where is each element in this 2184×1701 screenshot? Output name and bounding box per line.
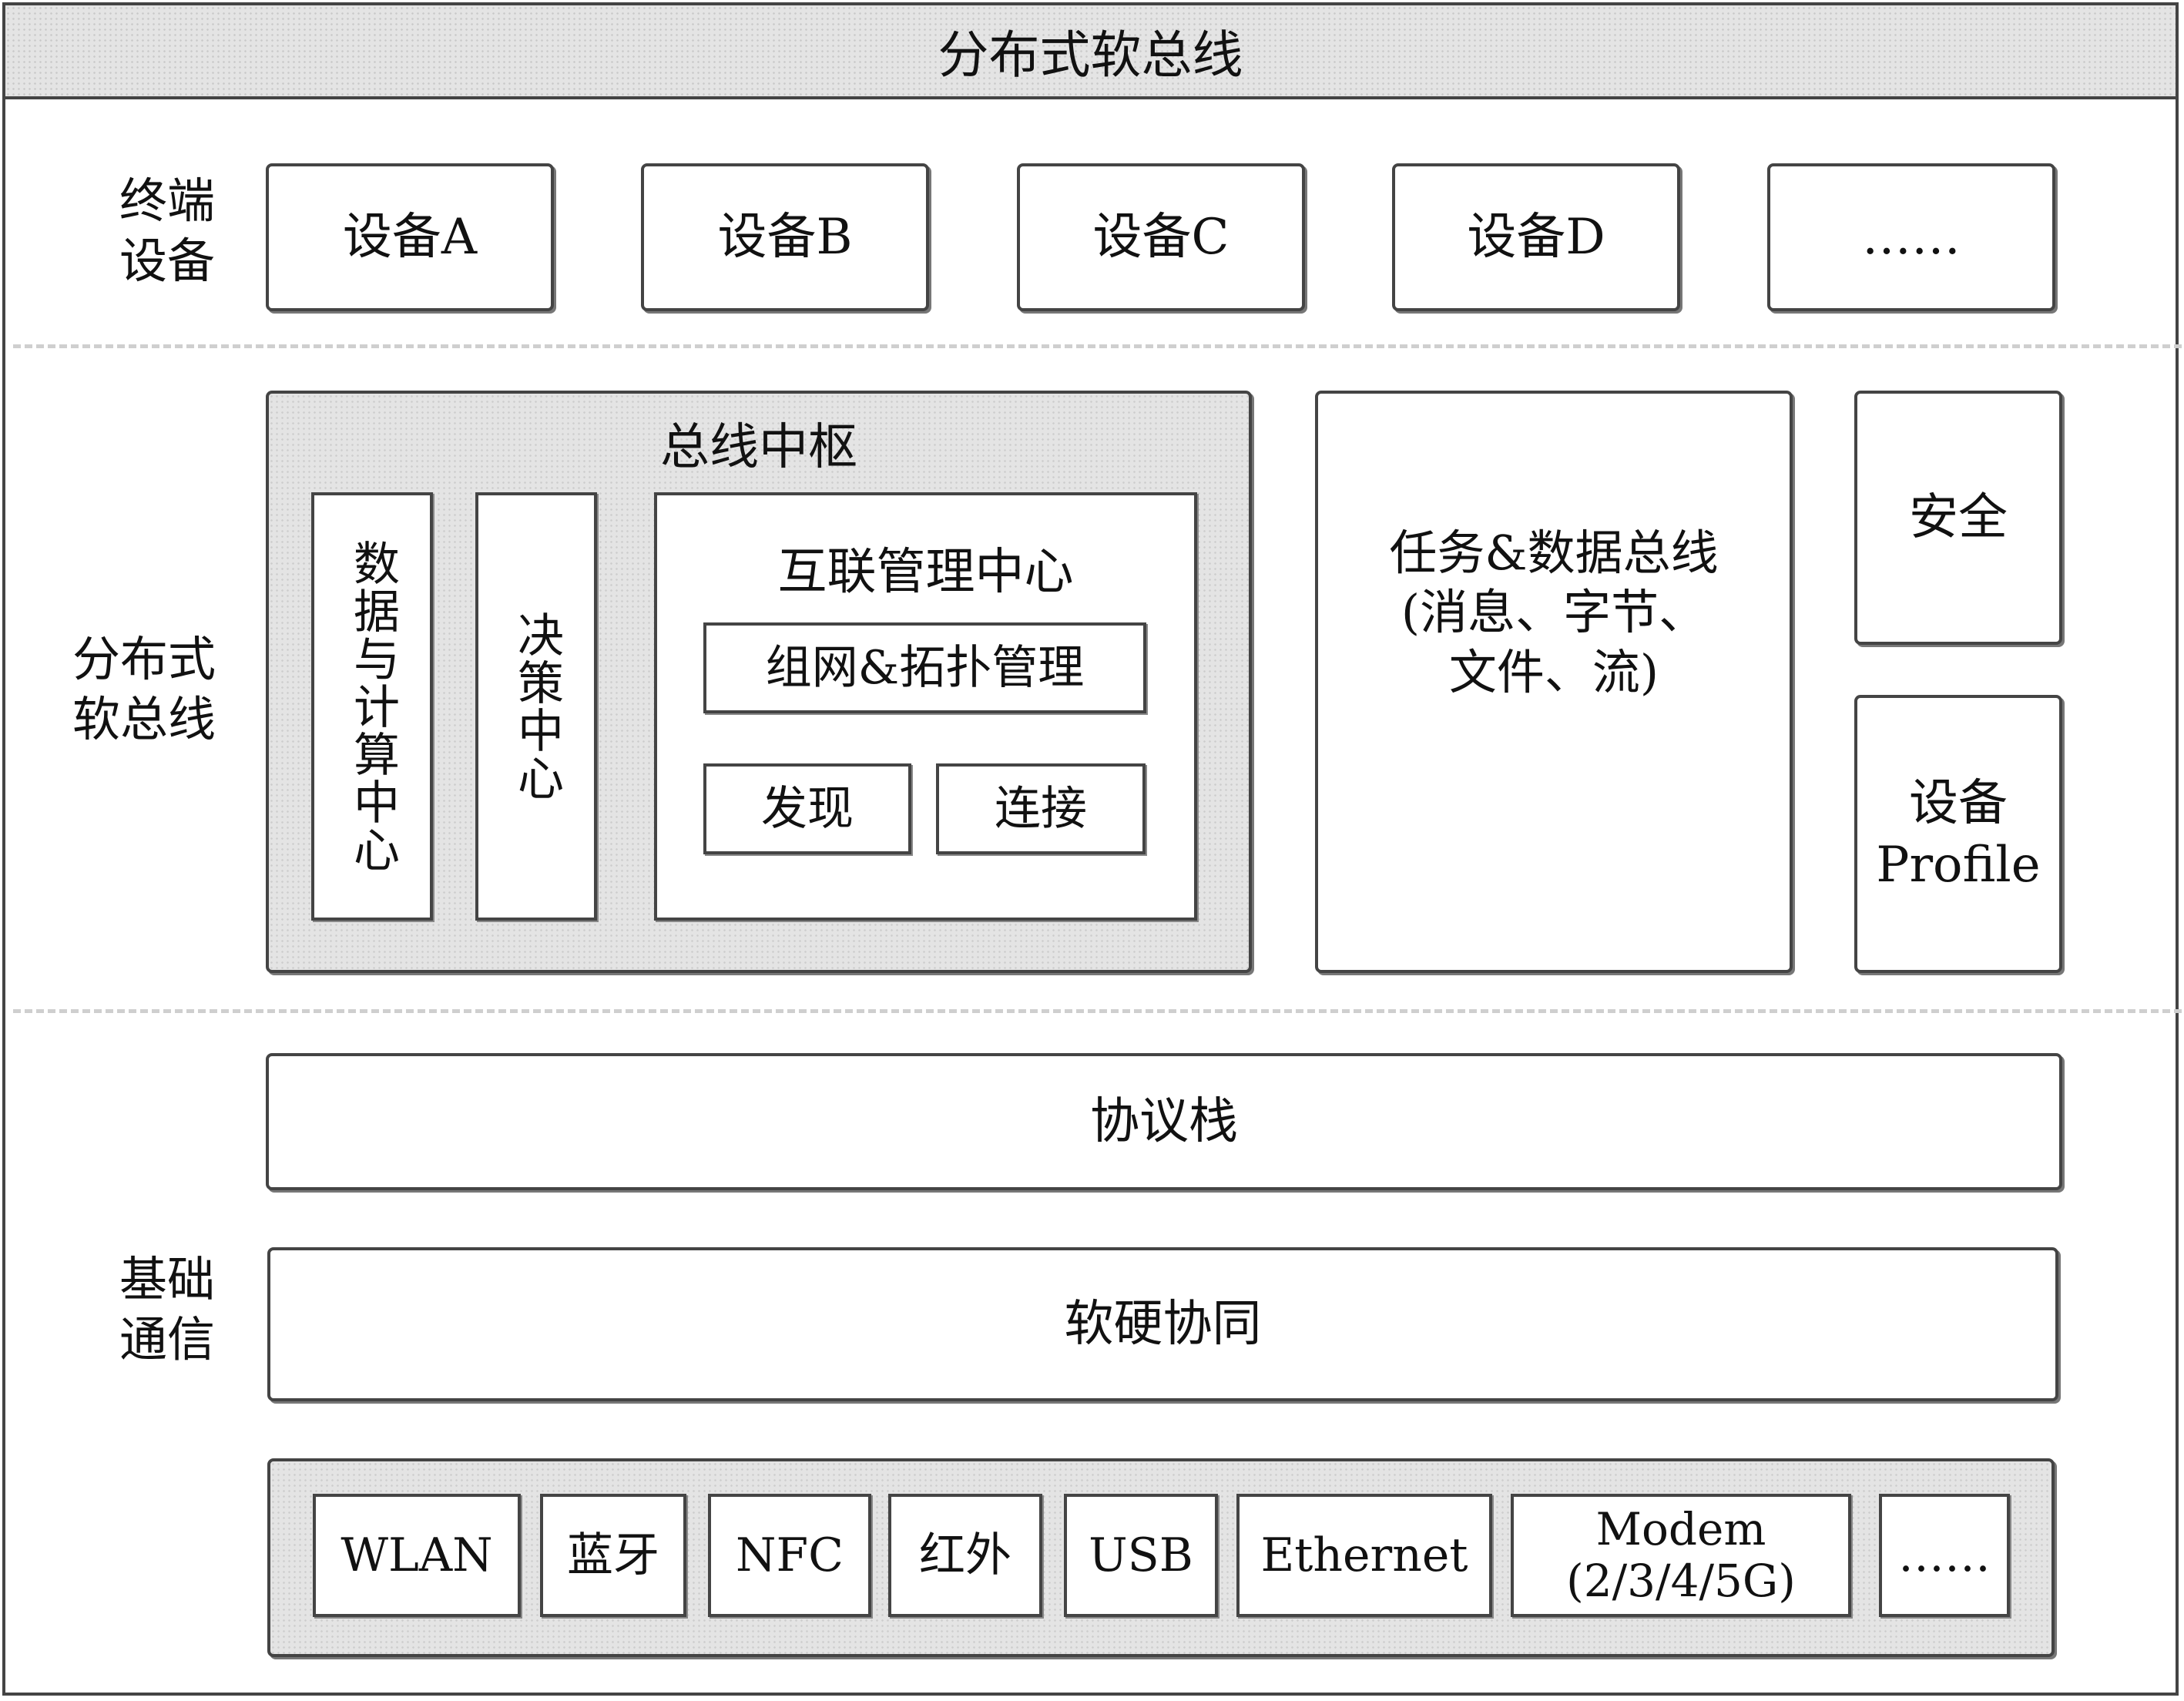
layer-label-softbus-line2: 软总线 [72, 690, 216, 747]
diagram-title: 分布式软总线 [5, 5, 2176, 99]
bus-hub: 总线中枢 数据与计算中心 决策中心 互联管理中心 组网&拓扑管理 发现 连接 [266, 391, 1252, 973]
layer-label-softbus-line1: 分布式 [72, 631, 216, 687]
device-box: 设备C [1017, 163, 1305, 311]
comm-nfc: NFC [708, 1494, 871, 1617]
comm-ethernet: Ethernet [1236, 1494, 1492, 1617]
comm-wlan: WLAN [313, 1494, 521, 1617]
layer-label-terminal: 终端 设备 [102, 171, 233, 290]
task-data-bus-line3: 文件、流) [1448, 643, 1659, 700]
security-box: 安全 [1854, 391, 2062, 645]
comm-tech-group: WLAN 蓝牙 NFC 红外 USB Ethernet Modem (2/3/4… [267, 1458, 2055, 1657]
networking-topology: 组网&拓扑管理 [703, 622, 1146, 713]
layer-label-softbus: 分布式 软总线 [52, 629, 237, 749]
comm-bluetooth: 蓝牙 [540, 1494, 686, 1617]
decision-center: 决策中心 [475, 492, 597, 921]
interconnect-center-title: 互联管理中心 [777, 544, 1074, 601]
interconnect-center: 互联管理中心 组网&拓扑管理 发现 连接 [654, 492, 1197, 921]
task-data-bus-line1: 任务&数据总线 [1389, 524, 1719, 581]
layer-label-terminal-line2: 设备 [119, 232, 215, 289]
layer-label-terminal-line1: 终端 [119, 173, 215, 229]
bus-hub-title: 总线中枢 [660, 419, 857, 476]
device-profile-line2: Profile [1876, 836, 2041, 894]
device-box-more: …… [1767, 163, 2055, 311]
comm-more: …… [1879, 1494, 2010, 1617]
layer-label-basic: 基础 通信 [102, 1250, 233, 1369]
layer-separator [13, 344, 2182, 348]
task-data-bus: 任务&数据总线 (消息、字节、 文件、流) [1315, 391, 1793, 973]
comm-modem: Modem (2/3/4/5G) [1511, 1494, 1851, 1617]
device-box: 设备D [1392, 163, 1680, 311]
layer-label-basic-line2: 通信 [119, 1310, 215, 1367]
hw-sw-collaboration: 软硬协同 [267, 1247, 2058, 1401]
layer-label-basic-line1: 基础 [119, 1251, 215, 1307]
connection-box: 连接 [936, 763, 1146, 854]
device-profile-box: 设备 Profile [1854, 695, 2062, 973]
discovery-box: 发现 [703, 763, 911, 854]
task-data-bus-line2: (消息、字节、 [1401, 584, 1707, 641]
data-compute-center: 数据与计算中心 [311, 492, 433, 921]
device-box: 设备B [641, 163, 929, 311]
comm-usb: USB [1064, 1494, 1218, 1617]
protocol-stack: 协议栈 [266, 1053, 2062, 1190]
comm-infrared: 红外 [888, 1494, 1042, 1617]
layer-separator [13, 1009, 2182, 1013]
device-box: 设备A [266, 163, 554, 311]
comm-modem-line1: Modem [1595, 1503, 1766, 1556]
device-profile-line1: 设备 [1909, 774, 2008, 832]
comm-modem-line2: (2/3/4/5G) [1566, 1555, 1796, 1607]
